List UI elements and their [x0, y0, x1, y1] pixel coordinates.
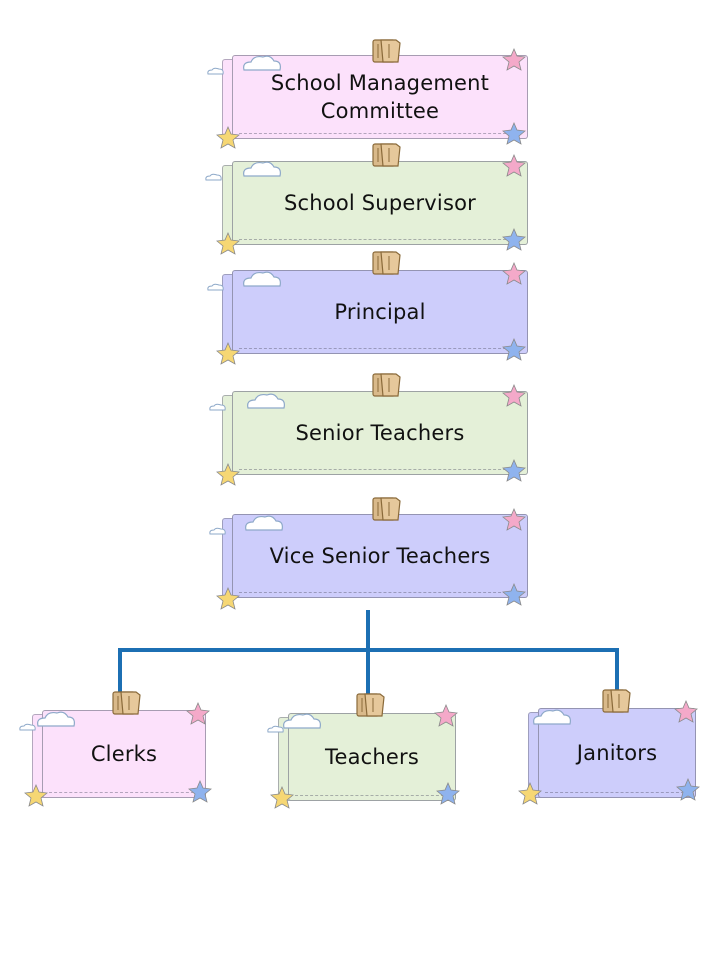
node-label: School Management Committee — [270, 71, 490, 123]
star-icon — [502, 262, 526, 285]
star-icon — [502, 459, 526, 482]
cloud-icon — [209, 403, 226, 411]
star-icon — [518, 782, 542, 805]
cloud-icon — [243, 55, 281, 71]
paper-clip-icon — [372, 143, 401, 167]
cloud-icon — [243, 271, 281, 287]
star-icon — [502, 508, 526, 531]
node-teachers: Teachers — [274, 713, 456, 805]
cloud-icon — [533, 709, 572, 725]
star-icon — [216, 342, 240, 365]
deco-vice-senior-teachers — [209, 497, 526, 610]
node-vice-senior-teachers: Vice Senior Teachers — [218, 514, 528, 602]
node-principal: Principal — [218, 270, 528, 358]
node-school-supervisor: School Supervisor — [218, 161, 528, 249]
card-front-frame — [232, 161, 528, 245]
star-icon — [188, 780, 212, 803]
node-label: Janitors — [576, 741, 658, 765]
node-clerks: Clerks — [28, 710, 206, 802]
star-icon — [502, 384, 526, 407]
cloud-icon — [37, 711, 76, 727]
cloud-icon — [207, 67, 224, 75]
node-label: Teachers — [325, 745, 419, 769]
star-icon — [502, 338, 526, 361]
cloud-icon — [243, 161, 281, 177]
star-icon — [676, 778, 700, 801]
paper-clip-icon — [372, 251, 401, 275]
star-icon — [502, 583, 526, 606]
star-icon — [216, 587, 240, 610]
star-icon — [270, 786, 294, 809]
cloud-icon — [19, 723, 36, 731]
card-front-frame — [232, 55, 528, 139]
cloud-icon — [209, 527, 226, 535]
node-label: Clerks — [90, 742, 158, 766]
star-icon — [502, 122, 526, 145]
paper-clip-icon — [372, 497, 401, 521]
deco-senior-teachers — [209, 373, 526, 486]
node-label: Vice Senior Teachers — [269, 544, 491, 568]
star-icon — [216, 463, 240, 486]
star-icon — [502, 154, 526, 177]
star-icon — [674, 700, 698, 723]
card-front-frame — [232, 270, 528, 354]
node-label: Principal — [334, 300, 426, 324]
cloud-icon — [207, 283, 224, 291]
deco-supervisor — [205, 143, 526, 255]
star-icon — [502, 48, 526, 71]
paper-clip-icon — [372, 373, 401, 397]
star-icon — [436, 782, 460, 805]
deco-clerks — [19, 691, 212, 807]
node-label: Senior Teachers — [295, 421, 465, 445]
star-icon — [216, 232, 240, 255]
paper-clip-icon — [602, 689, 631, 713]
cloud-icon — [205, 173, 222, 181]
star-icon — [24, 784, 48, 807]
node-janitors: Janitors — [524, 708, 696, 802]
star-icon — [502, 228, 526, 251]
deco-teachers — [267, 693, 460, 809]
node-label: School Supervisor — [283, 191, 476, 215]
node-school-management-committee: School Management Committee — [218, 55, 528, 143]
deco-janitors — [518, 689, 700, 805]
star-icon — [216, 126, 240, 149]
cloud-icon — [283, 713, 321, 729]
deco-principal — [207, 251, 526, 365]
star-icon — [186, 702, 210, 725]
cloud-icon — [245, 515, 283, 531]
cloud-icon — [267, 725, 284, 733]
cloud-icon — [247, 393, 285, 409]
star-icon — [434, 704, 458, 727]
paper-clip-icon — [372, 39, 401, 63]
paper-clip-icon — [356, 693, 385, 717]
deco-smc — [207, 39, 526, 149]
paper-clip-icon — [112, 691, 141, 715]
